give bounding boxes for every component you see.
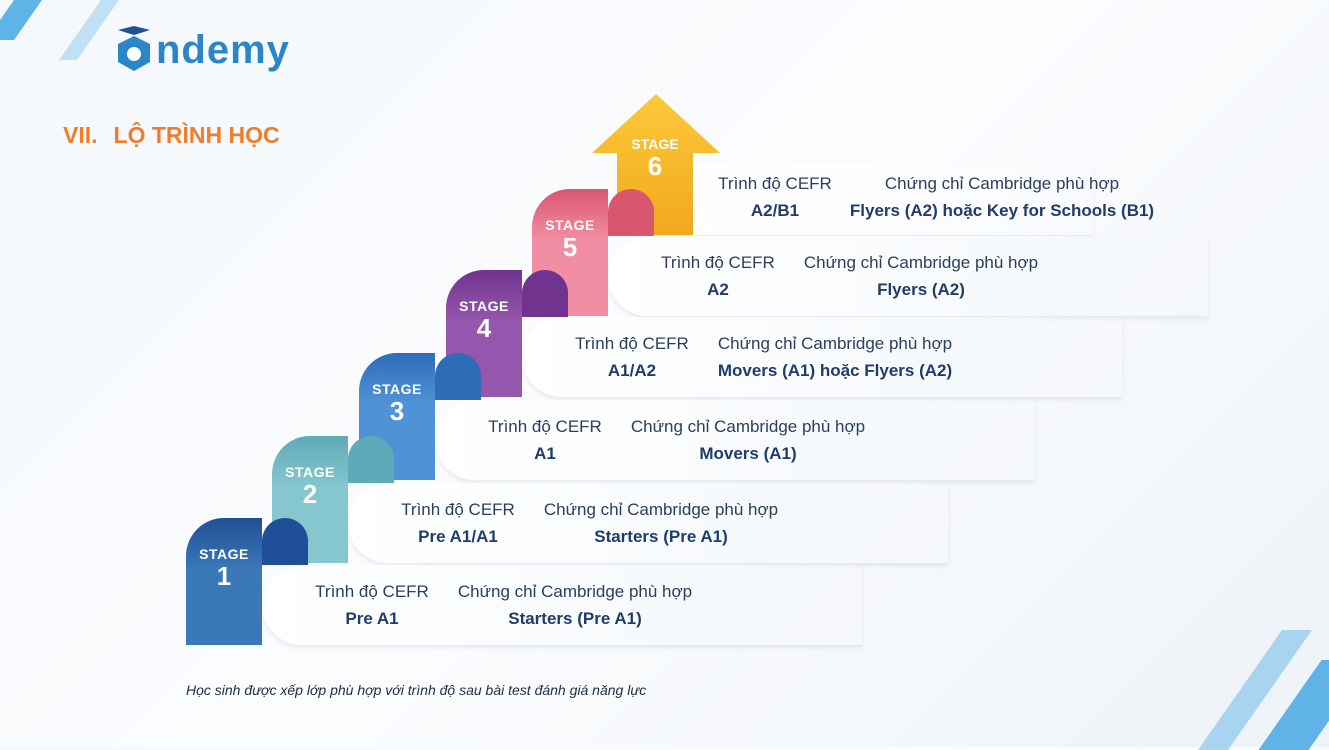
scroll-curl <box>608 189 654 236</box>
stage-6-strip <box>693 165 1093 235</box>
stage-number: 4 <box>476 313 492 343</box>
page-title: VII. LỘ TRÌNH HỌC <box>63 122 280 149</box>
stage-strip <box>262 565 862 645</box>
cefr-value: Pre A1 <box>345 609 399 628</box>
stage-number: 6 <box>647 151 663 181</box>
stage-word: STAGE <box>631 136 679 152</box>
stage-5: STAGE 5 Trình độ CEFR A2 Chứng chỉ Cambr… <box>532 189 1232 319</box>
cefr-label: Trình độ CEFR <box>661 253 775 272</box>
cefr-value: A1 <box>534 444 556 463</box>
stage-strip <box>522 317 1122 397</box>
stage-number: 1 <box>216 561 232 591</box>
cefr-value: Pre A1/A1 <box>418 527 498 546</box>
cert-label: Chứng chỉ Cambridge phù hợp <box>457 582 693 601</box>
stage-word: STAGE <box>459 298 509 314</box>
stage-word: STAGE <box>372 381 422 397</box>
section-title: LỘ TRÌNH HỌC <box>113 122 280 148</box>
stage-number: 2 <box>302 479 318 509</box>
cert-label: Chứng chỉ Cambridge phù hợp <box>884 174 1120 193</box>
footnote: Học sinh được xếp lớp phù hợp với trình … <box>186 682 647 698</box>
cefr-value: A1/A2 <box>607 361 657 380</box>
scroll-curl <box>262 518 308 565</box>
cert-label: Chứng chỉ Cambridge phù hợp <box>803 253 1039 272</box>
decor-stripe <box>58 0 120 60</box>
scroll-curl <box>522 270 568 317</box>
cert-label: Chứng chỉ Cambridge phù hợp <box>717 334 953 353</box>
cefr-label: Trình độ CEFR <box>718 174 832 193</box>
stage-number: 3 <box>389 396 405 426</box>
stage-word: STAGE <box>199 546 249 562</box>
graduation-cap-logo-icon <box>118 26 150 71</box>
cert-value: Flyers (A2) hoặc Key for Schools (B1) <box>849 201 1155 220</box>
cefr-label: Trình độ CEFR <box>575 334 689 353</box>
stage-word: STAGE <box>545 217 595 233</box>
stage-number: 5 <box>562 232 578 262</box>
stage-strip <box>608 236 1208 316</box>
decor-stripe <box>0 0 43 40</box>
cert-value: Movers (A1) <box>699 444 797 463</box>
scroll-curl <box>435 353 481 400</box>
stage-4: STAGE 4 Trình độ CEFR A1/A2 Chứng chỉ Ca… <box>446 270 1146 400</box>
cert-value: Flyers (A2) <box>877 280 965 299</box>
cefr-value: A2/B1 <box>750 201 800 220</box>
cefr-label: Trình độ CEFR <box>488 417 602 436</box>
stage-strip <box>435 400 1035 480</box>
stage-1: STAGE 1 Trình độ CEFR Pre A1 Chứng chỉ C… <box>186 518 886 648</box>
stage-2: STAGE 2 Trình độ CEFR Pre A1/A1 Chứng ch… <box>272 436 972 566</box>
cefr-label: Trình độ CEFR <box>315 582 429 601</box>
cert-value: Starters (Pre A1) <box>594 527 728 546</box>
scroll-curl <box>348 436 394 483</box>
brand-name: ndemy <box>156 28 290 72</box>
section-number: VII. <box>63 122 98 148</box>
cert-value: Starters (Pre A1) <box>508 609 642 628</box>
stage-word: STAGE <box>285 464 335 480</box>
cert-label: Chứng chỉ Cambridge phù hợp <box>630 417 866 436</box>
stage-3: STAGE 3 Trình độ CEFR A1 Chứng chỉ Cambr… <box>359 353 1059 483</box>
stage-badge: STAGE 1 <box>186 518 262 645</box>
cert-label: Chứng chỉ Cambridge phù hợp <box>543 500 779 519</box>
brand-logo: ndemy <box>114 26 290 72</box>
stage-6-label: STAGE 6 <box>617 136 693 180</box>
stage-strip <box>348 483 948 563</box>
cert-value: Movers (A1) hoặc Flyers (A2) <box>717 361 953 380</box>
cefr-label: Trình độ CEFR <box>401 500 515 519</box>
cefr-value: A2 <box>707 280 729 299</box>
